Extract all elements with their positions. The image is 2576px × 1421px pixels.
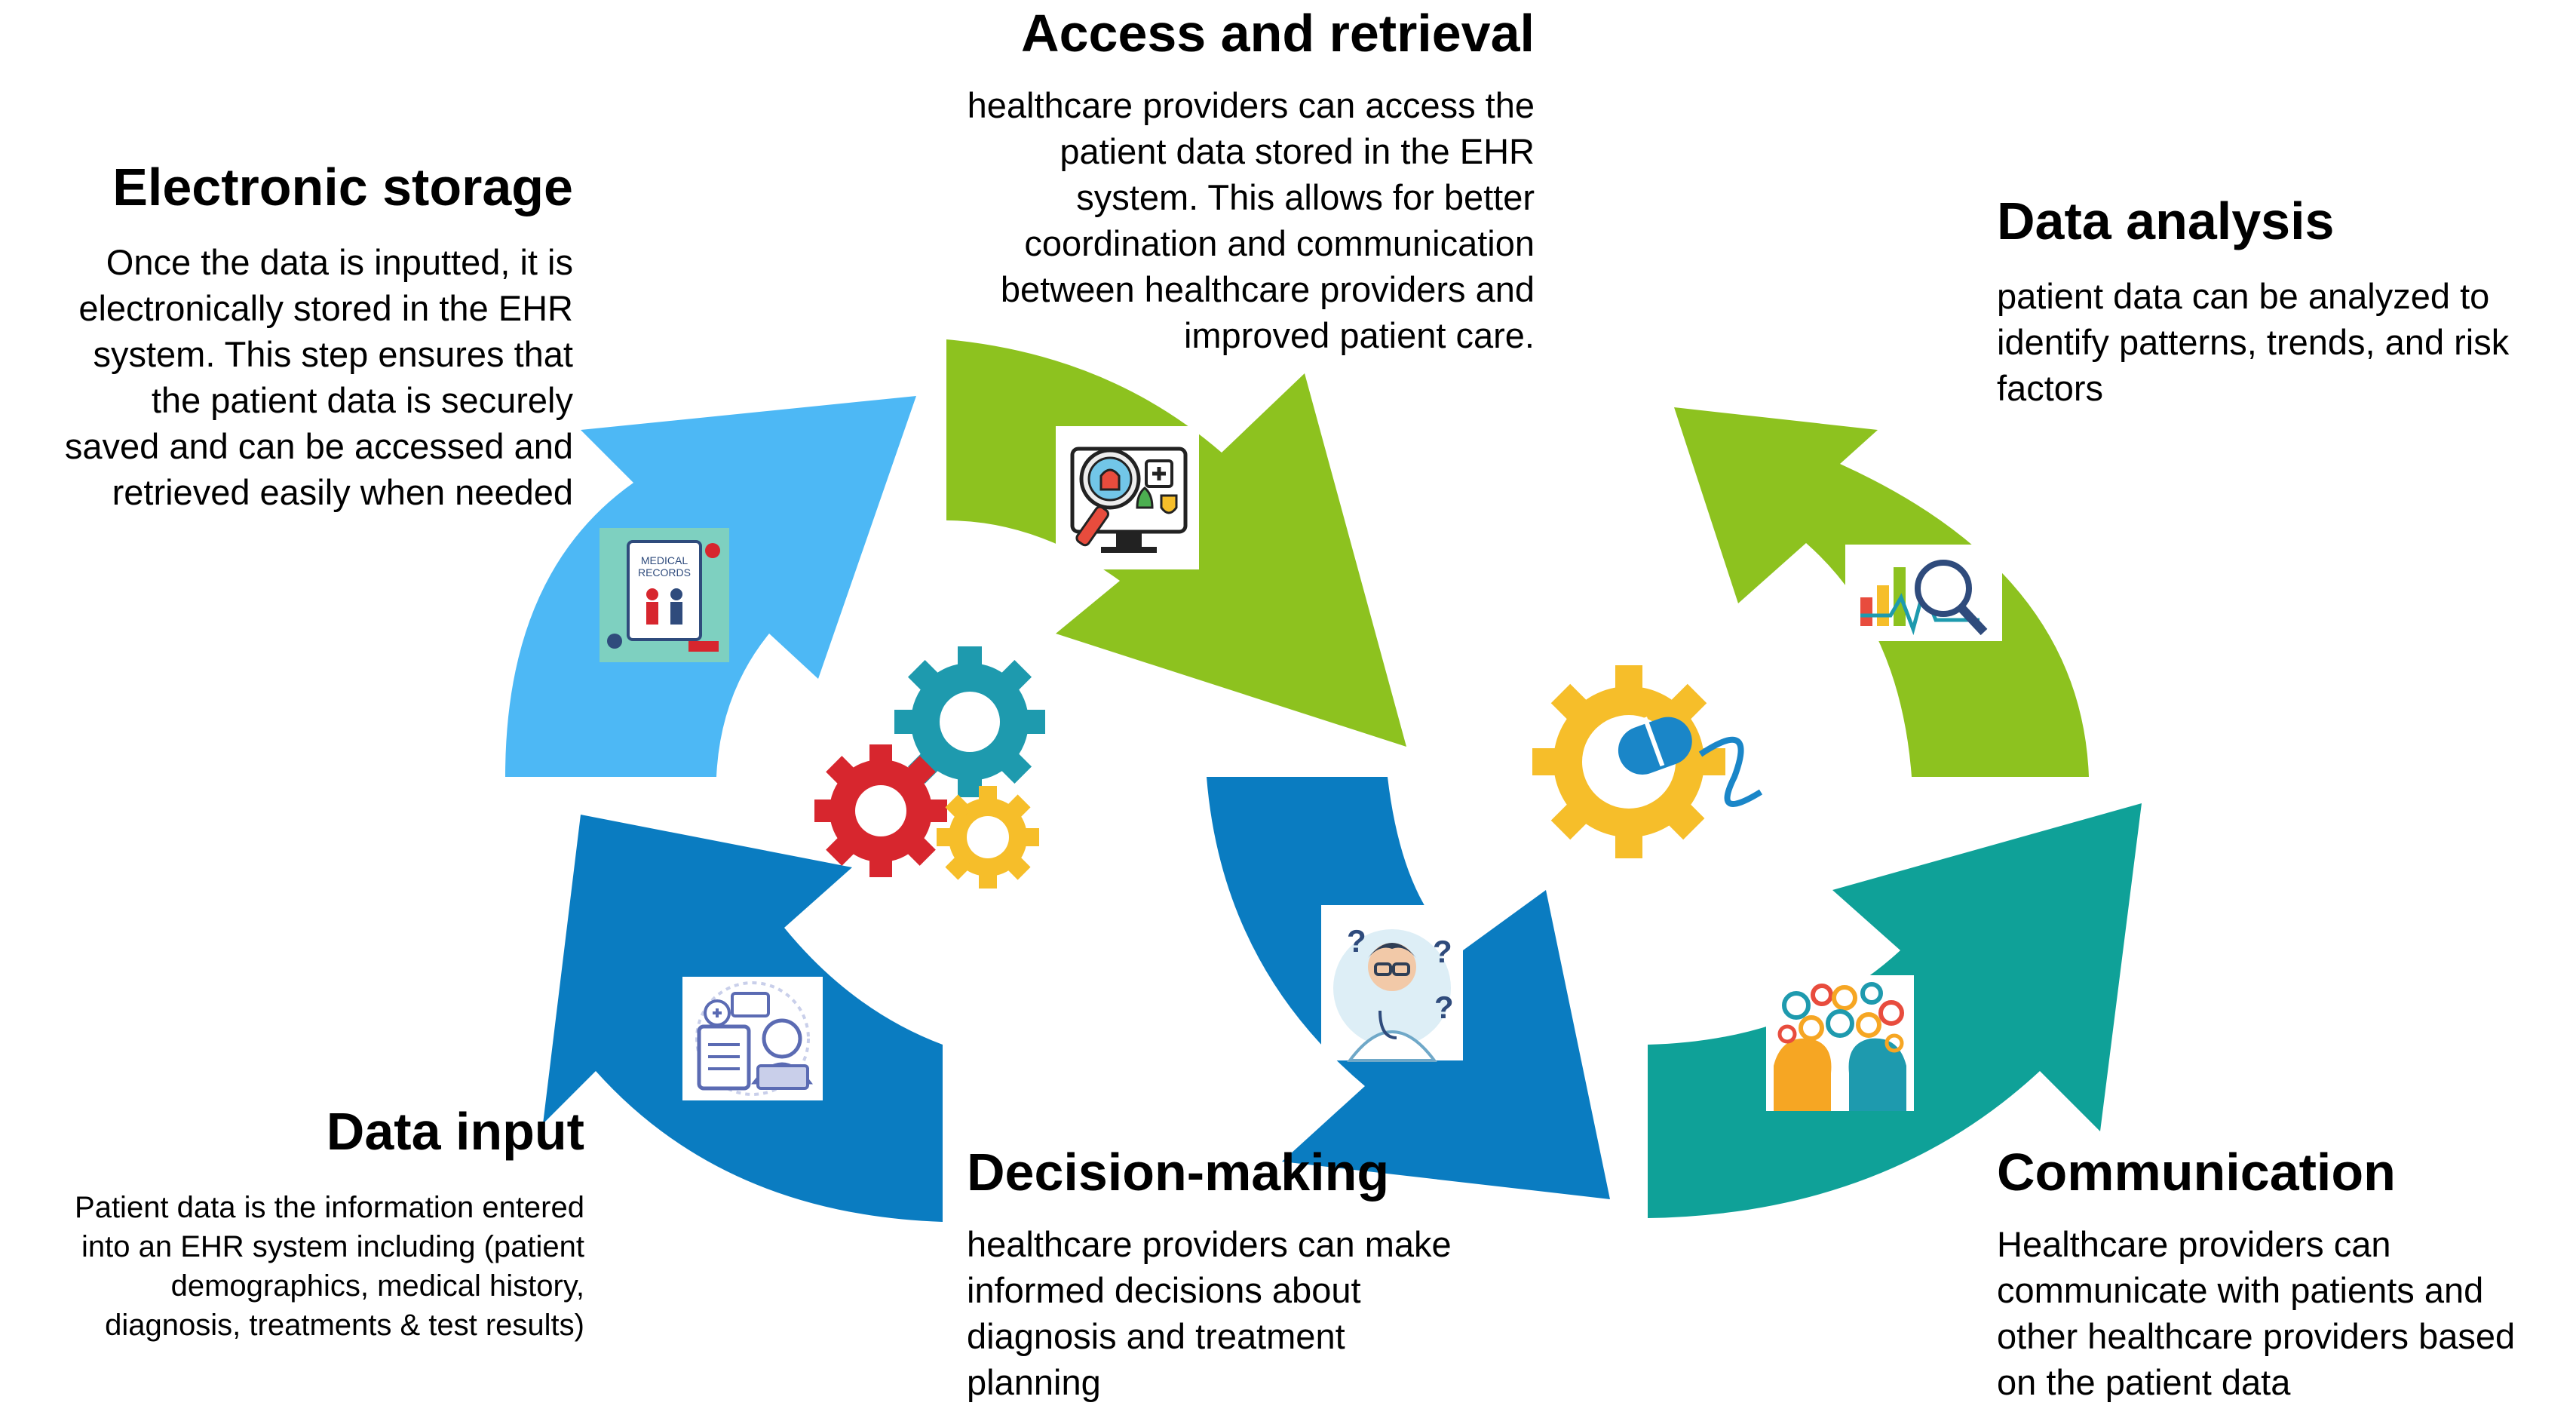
step-desc-line: Patient data is the information entered [75, 1191, 584, 1224]
step-desc-line: system. This allows for better [1076, 177, 1535, 217]
step-desc-line: diagnosis and treatment [967, 1316, 1345, 1356]
step-desc-line: saved and can be accessed and [64, 426, 573, 466]
step-desc-line: communicate with patients and [1997, 1270, 2484, 1310]
svg-text:?: ? [1347, 923, 1366, 959]
step-title: Data input [326, 1102, 584, 1161]
step-desc-line: patient data can be analyzed to [1997, 276, 2490, 316]
doctor-laptop-icon [682, 977, 823, 1100]
monitor-search-icon [1056, 426, 1199, 569]
step-title: Communication [1997, 1143, 2396, 1202]
step-desc-line: system. This step ensures that [93, 334, 573, 374]
step-desc-line: Healthcare providers can [1997, 1224, 2391, 1264]
step-desc-line: into an EHR system including (patient [81, 1230, 584, 1263]
gear-heads-icon [1766, 975, 1914, 1111]
step-desc-line: patient data stored in the EHR [1060, 131, 1535, 171]
step-desc-line: healthcare providers can make [967, 1224, 1452, 1264]
step-desc-line: electronically stored in the EHR [78, 288, 573, 328]
step-desc-line: identify patterns, trends, and risk [1997, 322, 2510, 362]
step-title: Data analysis [1997, 192, 2335, 250]
step-decision-making: Decision-making healthcare providers can… [967, 1143, 1540, 1405]
gear-mouse-icon [1532, 665, 1763, 858]
step-access-retrieval: Access and retrieval healthcare provider… [830, 5, 1535, 358]
svg-text:?: ? [1434, 990, 1454, 1025]
step-title: Electronic storage [112, 158, 573, 216]
step-electronic-storage: Electronic storage Once the data is inpu… [0, 158, 573, 515]
step-desc-line: on the patient data [1997, 1362, 2291, 1402]
step-desc-line: other healthcare providers based [1997, 1316, 2516, 1356]
step-desc-line: Once the data is inputted, it is [106, 242, 573, 282]
step-desc-line: diagnosis, treatments & test results) [105, 1309, 584, 1342]
step-desc-line: coordination and communication [1024, 223, 1535, 263]
doctor-question-icon: ? ? ? [1321, 905, 1463, 1062]
medical-records-label-2: RECORDS [638, 566, 691, 579]
step-desc-line: informed decisions about [967, 1270, 1361, 1310]
medical-records-icon: MEDICAL RECORDS [600, 528, 729, 662]
step-desc-line: the patient data is securely [151, 380, 573, 420]
step-data-input: Data input Patient data is the informati… [0, 1103, 584, 1345]
step-communication: Communication Healthcare providers can c… [1997, 1143, 2570, 1405]
svg-text:?: ? [1433, 934, 1452, 969]
chart-magnifier-icon [1845, 545, 2002, 641]
step-data-analysis: Data analysis patient data can be analyz… [1997, 192, 2570, 411]
step-desc-line: planning [967, 1362, 1101, 1402]
step-desc-line: between healthcare providers and [1000, 269, 1535, 309]
step-desc-line: retrieved easily when needed [112, 472, 573, 512]
step-desc-line: factors [1997, 368, 2104, 408]
gears-cluster-icon [814, 646, 1045, 889]
step-desc-line: demographics, medical history, [170, 1269, 584, 1303]
step-title: Decision-making [967, 1143, 1390, 1202]
step-desc-line: improved patient care. [1183, 315, 1535, 355]
step-desc-line: healthcare providers can access the [967, 85, 1535, 125]
step-title: Access and retrieval [1021, 4, 1535, 63]
medical-records-label-1: MEDICAL [641, 554, 688, 566]
